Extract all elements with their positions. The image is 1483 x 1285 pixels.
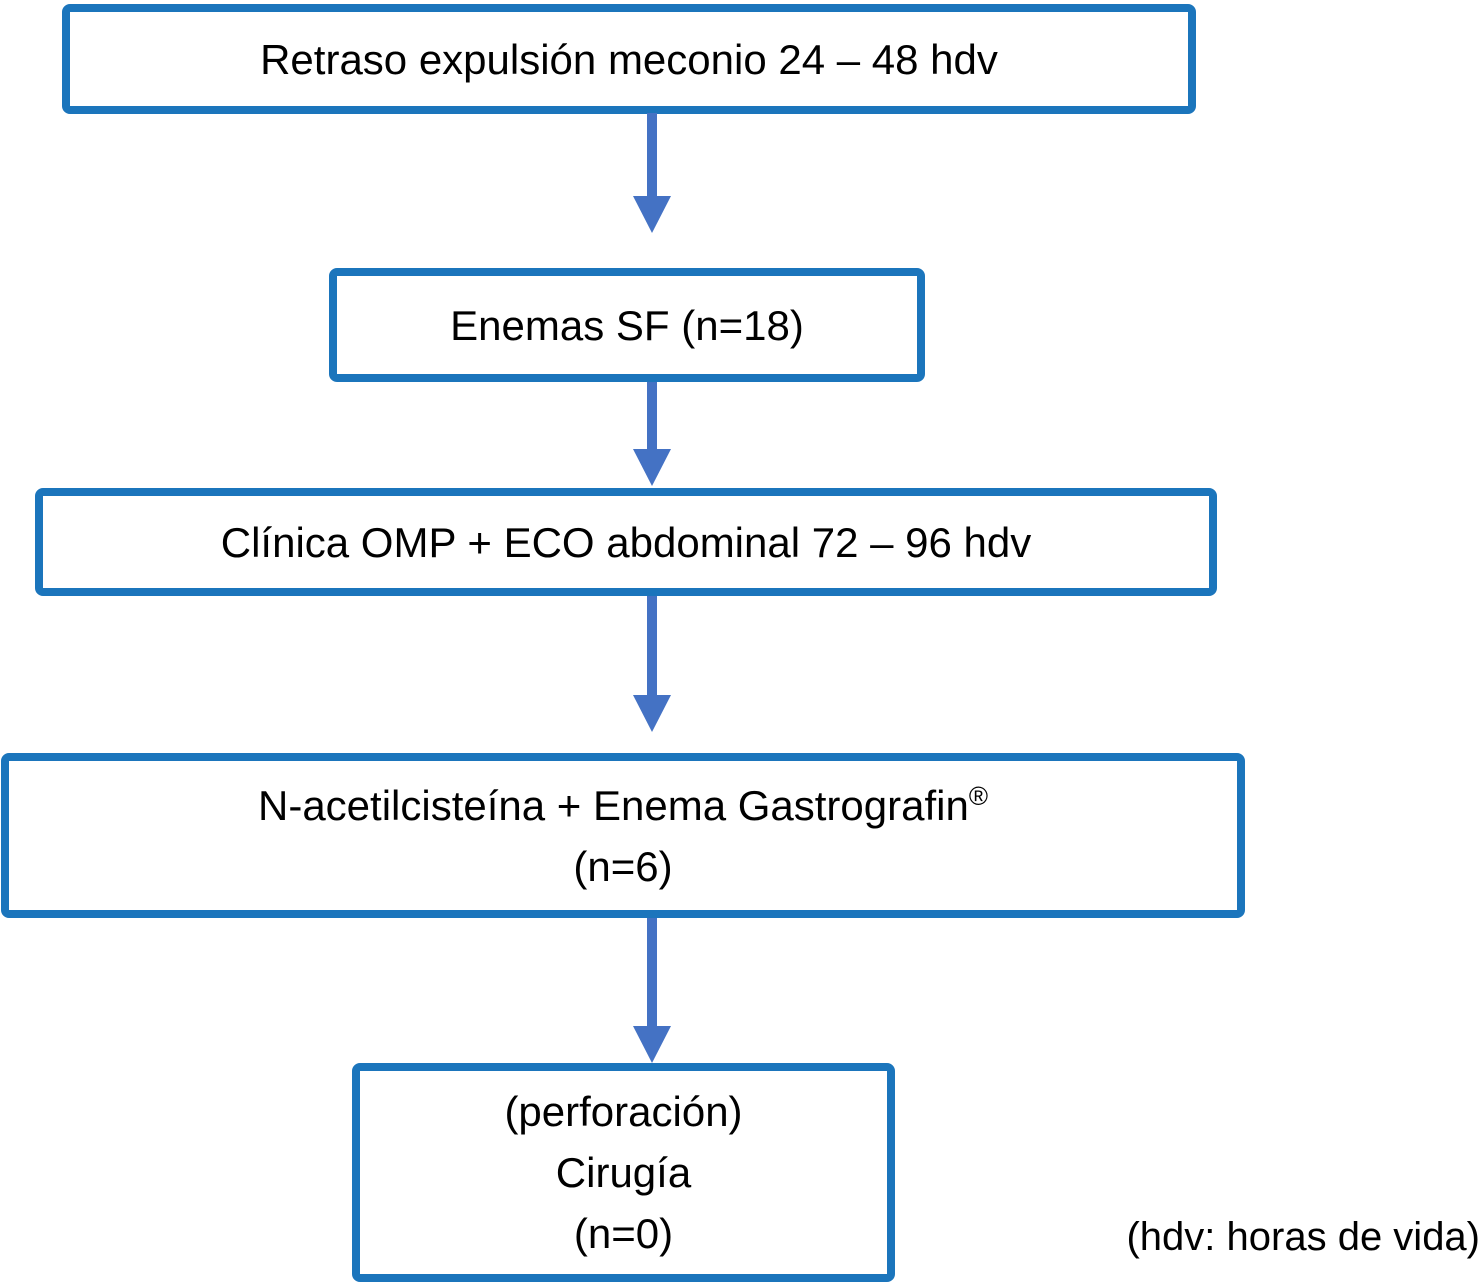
box-text: Clínica OMP + ECO abdominal 72 – 96 hdv (220, 518, 1032, 566)
box-text: (n=0) (573, 1210, 674, 1257)
box-text: (n=6) (573, 842, 673, 890)
arrow-head (633, 1026, 671, 1063)
flow-box-nacetilcisteina-enema: N-acetilcisteína + Enema Gastrografin® (… (1, 753, 1245, 918)
arrow-head (633, 449, 671, 486)
arrow-down-icon (633, 918, 671, 1063)
flow-box-cirugia: (perforación) Cirugía (n=0) (352, 1063, 895, 1282)
flow-box-enemas-sf: Enemas SF (n=18) (329, 268, 925, 382)
registered-trademark-symbol: ® (968, 780, 988, 811)
arrow-shaft (647, 113, 657, 196)
box-text: Enemas SF (n=18) (450, 301, 804, 349)
footnote-hdv-legend: (hdv: horas de vida) (1126, 1215, 1480, 1259)
box-text-main: N-acetilcisteína + Enema Gastrografin (258, 781, 969, 829)
arrow-head (633, 196, 671, 233)
box-text: Retraso expulsión meconio 24 – 48 hdv (260, 35, 998, 83)
arrow-shaft (647, 596, 657, 695)
arrow-shaft (647, 918, 657, 1026)
flow-box-retraso-meconio: Retraso expulsión meconio 24 – 48 hdv (62, 4, 1196, 114)
arrow-down-icon (633, 113, 671, 233)
box-text: (perforación) (504, 1088, 743, 1135)
box-text: Cirugía (555, 1149, 692, 1196)
arrow-shaft (647, 382, 657, 449)
arrow-down-icon (633, 382, 671, 486)
box-text: N-acetilcisteína + Enema Gastrografin® (258, 775, 988, 836)
arrow-down-icon (633, 596, 671, 732)
flow-box-clinica-omp-eco: Clínica OMP + ECO abdominal 72 – 96 hdv (35, 488, 1217, 596)
arrow-head (633, 695, 671, 732)
